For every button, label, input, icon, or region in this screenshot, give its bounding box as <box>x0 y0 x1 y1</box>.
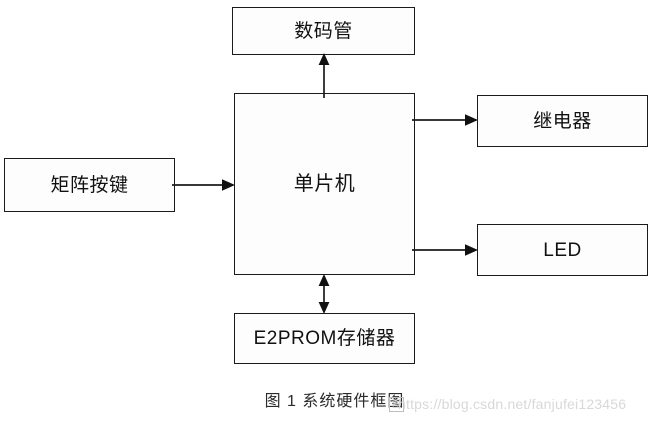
node-mcu[interactable]: 单片机 <box>234 93 415 275</box>
watermark-badge-icon: 图 <box>389 397 404 412</box>
node-eeprom-memory-label: E2PROM存储器 <box>253 328 396 349</box>
watermark-url: https://blog.csdn.net/fanjufei123456 <box>398 396 627 412</box>
edge-mcu-to-led <box>412 238 481 262</box>
node-digital-tube-label: 数码管 <box>294 20 353 42</box>
node-relay[interactable]: 继电器 <box>477 95 648 147</box>
edge-mcu-to-relay <box>412 108 481 132</box>
node-digital-tube[interactable]: 数码管 <box>232 7 415 55</box>
node-matrix-keypad-label: 矩阵按键 <box>50 174 129 196</box>
node-mcu-label: 单片机 <box>293 173 356 195</box>
node-led-label: LED <box>543 239 582 261</box>
figure-caption-text: 图 1 系统硬件框图 <box>264 393 405 410</box>
node-relay-label: 继电器 <box>533 110 592 132</box>
edge-mcu-to-eeprom-bidirectional <box>312 273 336 315</box>
node-eeprom-memory[interactable]: E2PROM存储器 <box>234 313 415 364</box>
edge-mcu-to-digital-tube <box>312 50 336 98</box>
node-led[interactable]: LED <box>477 224 648 276</box>
edge-keypad-to-mcu <box>172 173 238 197</box>
figure-caption: 图 1 系统硬件框图 <box>0 387 669 411</box>
node-matrix-keypad[interactable]: 矩阵按键 <box>4 158 175 212</box>
